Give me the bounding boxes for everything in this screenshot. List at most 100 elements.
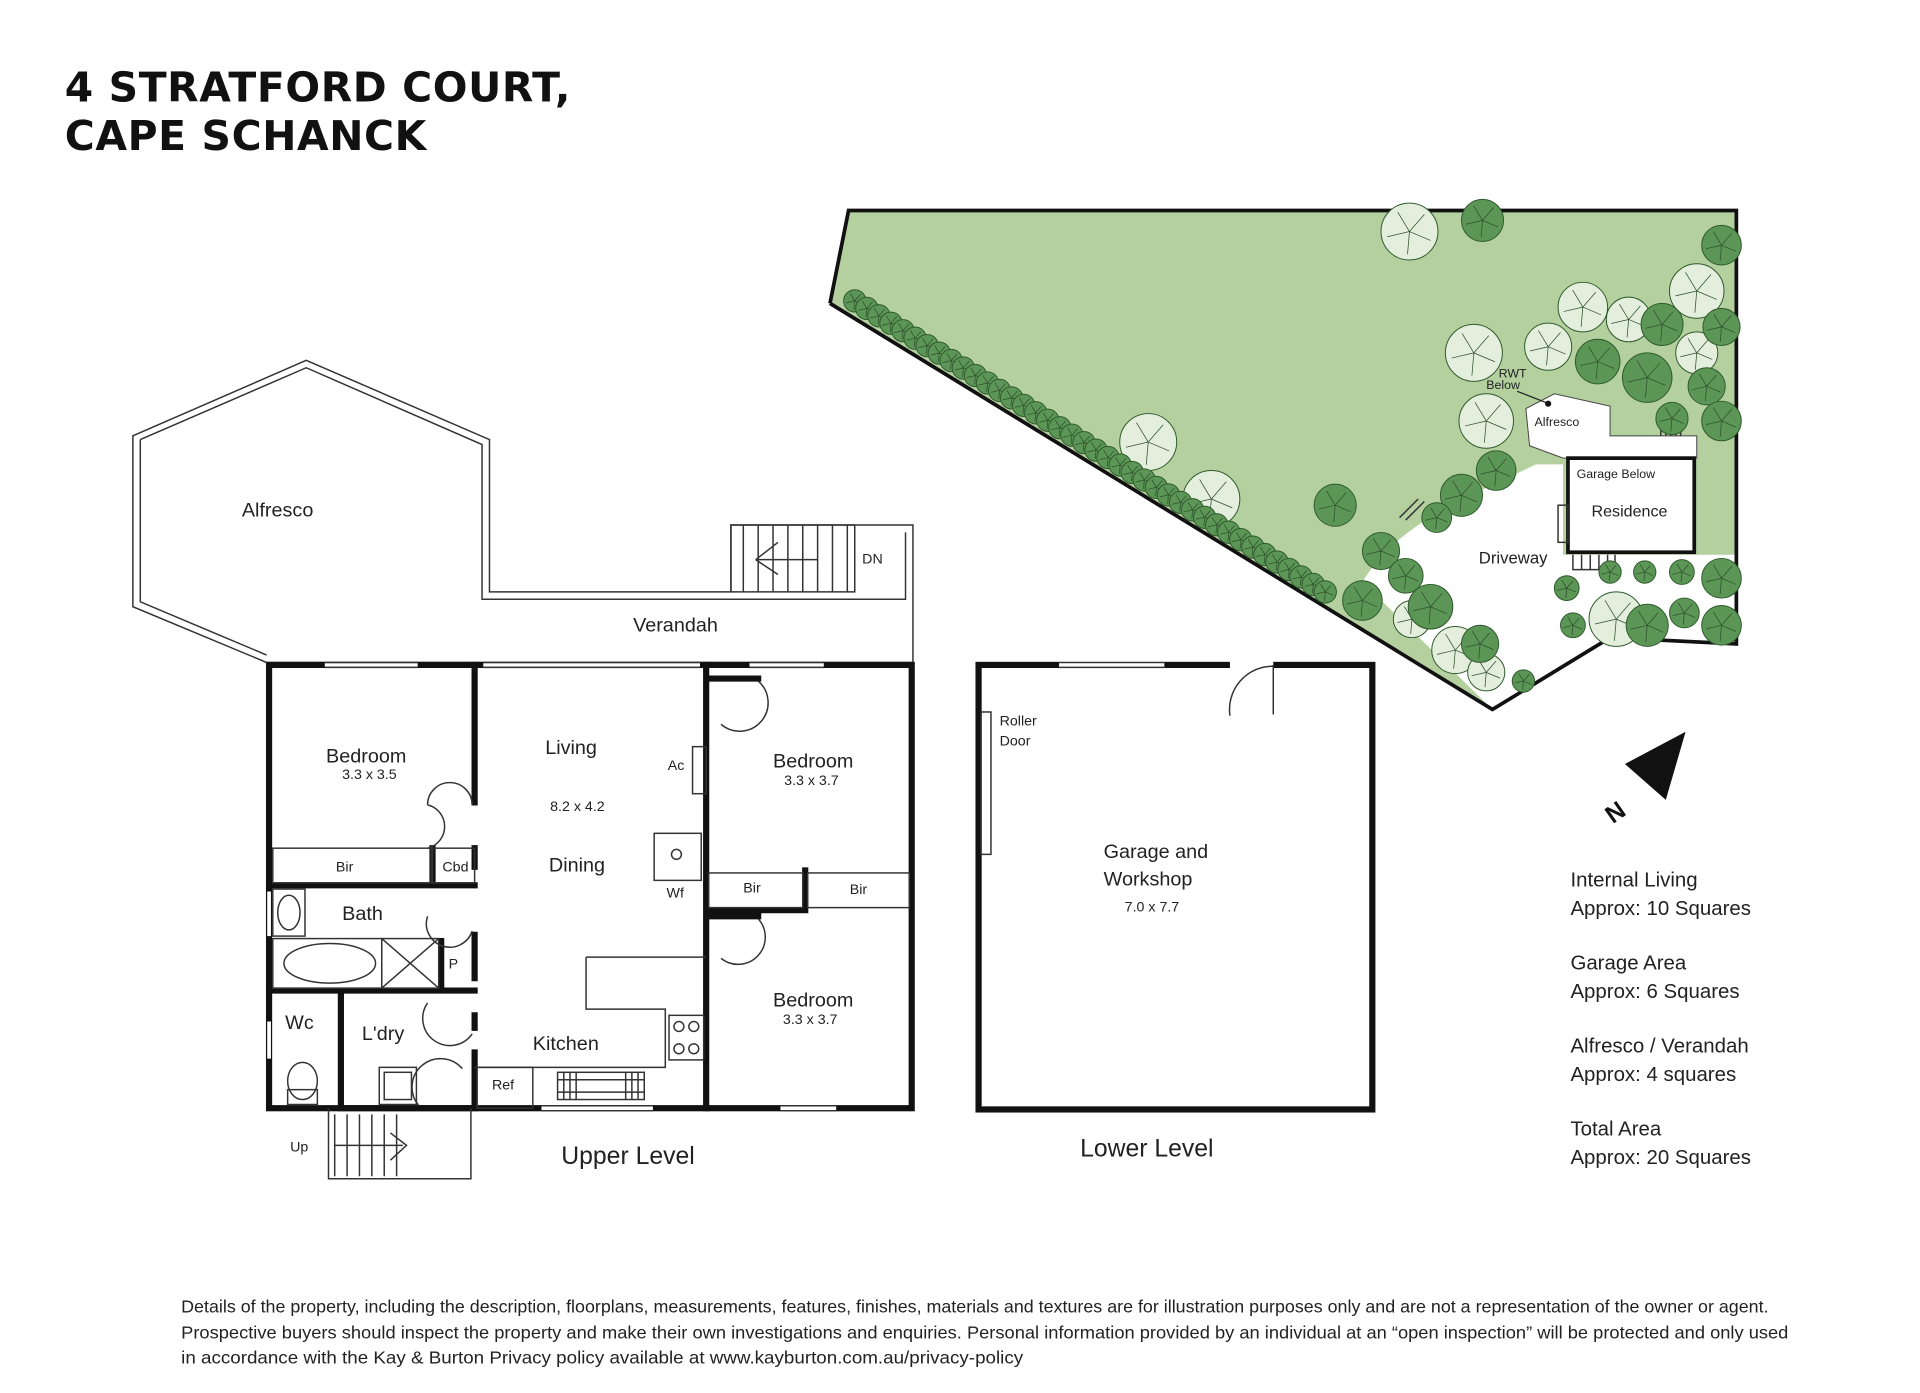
- garage-size: 7.0 x 7.7: [1125, 899, 1180, 915]
- tree-branch: [1256, 554, 1266, 557]
- ref-label: Ref: [492, 1078, 514, 1094]
- bir2-label: Bir: [743, 881, 761, 897]
- tree-branch: [865, 308, 868, 318]
- tree-branch: [910, 330, 916, 339]
- tree-branch: [1680, 572, 1683, 582]
- tree-branch: [1144, 472, 1151, 481]
- tree-branch: [1484, 672, 1487, 688]
- tree-branch: [1183, 509, 1193, 513]
- tree-branch: [1665, 407, 1673, 419]
- tree-branch: [1111, 464, 1121, 468]
- laundry-label: L'dry: [362, 1023, 404, 1045]
- tree-branch: [1095, 443, 1103, 451]
- tree-branch: [1405, 575, 1419, 582]
- tree-branch: [946, 352, 952, 361]
- tree-branch: [1661, 324, 1678, 332]
- living-size: 8.2 x 4.2: [550, 799, 605, 815]
- area-summary: Internal Living Approx: 10 Squares Garag…: [1570, 870, 1751, 1169]
- tree-branch: [1676, 563, 1683, 573]
- tree-branch: [1275, 561, 1278, 571]
- tree-branch: [1480, 470, 1497, 475]
- tree-branch: [1547, 332, 1561, 347]
- tree-branch: [1719, 578, 1722, 595]
- roller-door-label-1: Roller: [1000, 714, 1037, 730]
- tree-branch: [1215, 524, 1218, 534]
- tree-branch: [1334, 492, 1347, 506]
- tree-branch: [1175, 494, 1181, 503]
- tree-branch: [1127, 464, 1133, 473]
- tree-branch: [1435, 517, 1438, 530]
- tree-branch: [1071, 428, 1079, 436]
- tree-branch: [1223, 524, 1230, 533]
- tree-branch: [1682, 612, 1685, 625]
- area-value: Approx: 6 Squares: [1570, 981, 1739, 1003]
- tree-branch: [1292, 576, 1302, 580]
- area-value: Approx: 4 squares: [1570, 1064, 1736, 1086]
- tree-branch: [1066, 427, 1073, 436]
- tree-branch: [1366, 550, 1382, 555]
- tree-branch: [1199, 509, 1205, 518]
- tree-branch: [1034, 412, 1037, 422]
- tree-branch: [1538, 330, 1549, 347]
- residence-label: Residence: [1591, 502, 1667, 520]
- tree-branch: [901, 330, 904, 340]
- tree-branch: [1514, 680, 1524, 684]
- tree-branch: [1051, 427, 1060, 431]
- tree-branch: [1681, 571, 1692, 577]
- tree-branch: [963, 361, 970, 369]
- north-label: N: [1601, 797, 1631, 829]
- tree-branch: [1694, 290, 1698, 313]
- pantry-label: P: [449, 956, 458, 972]
- tree-branch: [1696, 274, 1712, 292]
- tree-branch: [1721, 326, 1736, 334]
- tree-branch: [1647, 624, 1663, 633]
- area-label: Total Area: [1570, 1118, 1661, 1140]
- tree-branch: [1471, 671, 1487, 677]
- tree-branch: [1125, 441, 1149, 448]
- tree-branch: [1661, 311, 1674, 325]
- tree-branch: [1482, 220, 1499, 228]
- tree-branch: [1397, 211, 1410, 232]
- tree-branch: [966, 375, 976, 378]
- bedroom2-size: 3.3 x 3.7: [784, 773, 839, 789]
- tree-branch: [1466, 220, 1483, 225]
- tree-branch: [1721, 232, 1733, 246]
- tree-branch: [1436, 649, 1456, 655]
- tree-branch: [1251, 547, 1254, 557]
- tree-branch: [898, 322, 904, 331]
- tree-branch: [1324, 591, 1326, 601]
- tree-branch: [1083, 435, 1091, 443]
- upper-level-label: Upper Level: [561, 1143, 694, 1170]
- tree-branch: [1268, 561, 1278, 565]
- tree-branch: [1636, 360, 1648, 378]
- tree-branch: [1671, 408, 1681, 419]
- tree-branch: [845, 300, 855, 304]
- tree-branch: [1580, 361, 1598, 366]
- tree-branch: [1719, 420, 1722, 437]
- tree-branch: [1605, 564, 1611, 573]
- stairs-down: [730, 524, 856, 593]
- disclaimer: Details of the property, including the d…: [181, 1297, 1788, 1368]
- tree-branch: [1425, 517, 1437, 521]
- tree-branch: [1567, 616, 1574, 626]
- tree-branch: [1410, 619, 1413, 634]
- tree-branch: [1252, 540, 1260, 548]
- tree-branch: [1300, 569, 1308, 578]
- tree-branch: [970, 367, 976, 376]
- tree-branch: [1646, 362, 1661, 378]
- area-label: Garage Area: [1570, 953, 1686, 975]
- tree-branch: [1580, 307, 1584, 327]
- tree-branch: [1671, 418, 1684, 424]
- tree-branch: [1280, 569, 1290, 572]
- tree-branch: [1087, 449, 1097, 453]
- tree-branch: [1300, 576, 1302, 586]
- tree-branch: [1075, 442, 1085, 446]
- tree-branch: [926, 338, 934, 346]
- tree-branch: [1360, 600, 1363, 617]
- tree-branch: [1312, 577, 1320, 585]
- tree-branch: [1436, 508, 1445, 518]
- tree-branch: [1362, 600, 1378, 608]
- tree-branch: [1706, 385, 1721, 393]
- tree-branch: [1156, 480, 1163, 488]
- tree-branch: [1335, 504, 1351, 513]
